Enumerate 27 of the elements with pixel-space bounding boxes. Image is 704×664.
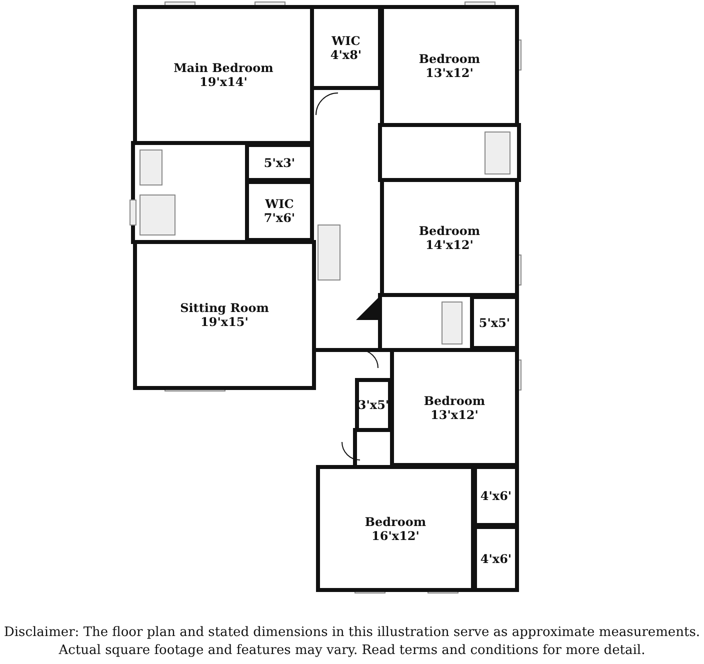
room-dimension: 4'x6' xyxy=(480,489,512,503)
room-dimension: 4'x8' xyxy=(330,48,362,62)
room-dimension: 19'x14' xyxy=(200,75,248,89)
disclaimer-note: Disclaimer: The floor plan and stated dimensions in this illustration serve as approximate measurements. Actual square footage and features may vary. Read terms and conditions for more detail. xyxy=(2,624,702,660)
room-name: Bedroom xyxy=(418,52,480,66)
room-name: WIC xyxy=(332,34,360,48)
room-dimension: 5'x3' xyxy=(264,156,296,170)
room xyxy=(473,525,519,592)
room-name: Bedroom xyxy=(424,394,486,408)
room-name: Sitting Room xyxy=(180,301,269,315)
room-dimension: 4'x6' xyxy=(480,552,512,566)
room-name: WIC xyxy=(265,197,294,211)
room-name: Bedroom xyxy=(418,224,480,238)
room xyxy=(390,348,519,467)
room-dimension: 13'x12' xyxy=(426,66,474,80)
room-dimension: 14'x12' xyxy=(426,238,474,252)
room xyxy=(133,240,316,390)
room-dimension: 19'x15' xyxy=(200,315,248,329)
room-name: Main Bedroom xyxy=(174,61,274,75)
room-dimension: 5'x5' xyxy=(478,316,510,330)
room-name: Bedroom xyxy=(364,514,426,528)
room-dimension: 13'x12' xyxy=(430,408,478,422)
room xyxy=(473,465,519,527)
room-dimension: 3'x5' xyxy=(358,398,390,412)
room-dimension: 7'x6' xyxy=(264,211,296,225)
room-dimension: 16'x12' xyxy=(372,528,420,542)
room xyxy=(316,465,475,592)
